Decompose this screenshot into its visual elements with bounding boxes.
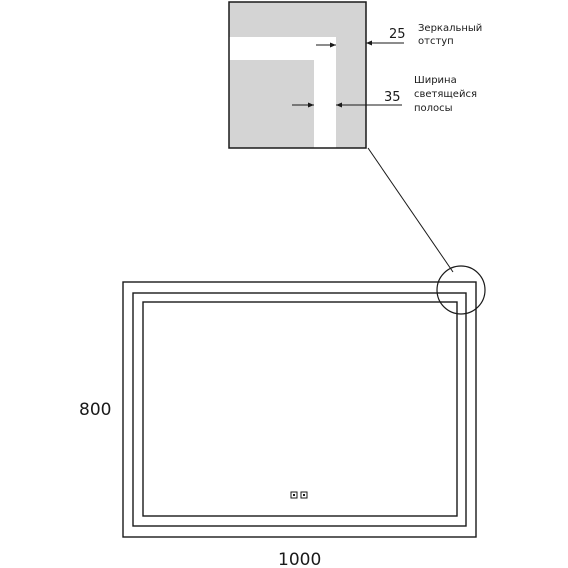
arrow-left-icon: [366, 40, 372, 46]
arrow-right-icon: [308, 102, 314, 108]
corner-detail: [228, 1, 367, 149]
strip-label-line3: полосы: [414, 103, 453, 114]
detail-glow-strip-vertical: [314, 37, 336, 148]
offset-dimension: 25 Зеркальный отступ: [316, 23, 482, 48]
offset-label-line2: отступ: [418, 36, 454, 47]
arrow-left-icon: [336, 102, 342, 108]
offset-label-line1: Зеркальный: [418, 23, 482, 34]
offset-value: 25: [389, 27, 406, 42]
detail-leader-line: [367, 147, 454, 273]
strip-width-dimension: 35 Ширина светящейся полосы: [292, 75, 477, 114]
magnifier-circle: [436, 265, 486, 315]
height-dimension: 800: [79, 400, 111, 420]
strip-label-line2: светящейся: [414, 89, 477, 100]
detail-panel: [229, 2, 366, 148]
strip-value: 35: [384, 90, 401, 105]
mirror-front-view: [122, 265, 486, 538]
mirror-outer-edge: [122, 281, 477, 538]
strip-label-line1: Ширина: [414, 75, 457, 86]
mirror-glow-strip-inner: [142, 301, 458, 517]
sensor-button-icon: [290, 491, 298, 499]
mirror-glow-strip-outer: [132, 292, 467, 527]
width-dimension: 1000: [278, 550, 321, 568]
arrow-right-icon: [330, 42, 336, 48]
detail-glow-strip-horizontal: [229, 37, 336, 60]
touch-sensor-buttons: [290, 491, 308, 499]
sensor-button-icon: [300, 491, 308, 499]
detail-frame: [228, 1, 367, 149]
